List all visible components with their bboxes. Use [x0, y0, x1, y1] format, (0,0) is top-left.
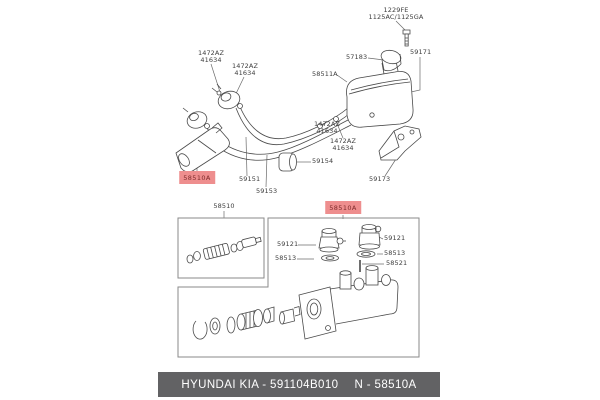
master-cylinder-drawing: [175, 122, 230, 173]
part-label-59121-right: 59121: [384, 234, 406, 242]
part-label-59171: 59171: [410, 48, 432, 56]
part-label-58513-right: 58513: [384, 249, 406, 257]
footer-part-bar: HYUNDAI KIA - 591104B010 N - 58510A: [158, 372, 440, 397]
part-label-58513-left: 58513: [275, 254, 297, 262]
seal-right-drawing: [356, 250, 376, 258]
part-label-59121-left: 59121: [277, 240, 299, 248]
part-label-58510: 58510: [213, 202, 235, 210]
footer-reference-number: N - 58510A: [354, 378, 417, 391]
part-label-1472az-b: 1472AZ 41634: [231, 62, 259, 78]
proportioning-valves-drawing: [182, 83, 243, 129]
highlighted-part-label-58510a-upper[interactable]: 58510A: [179, 171, 215, 184]
part-label-57183: 57183: [346, 53, 368, 61]
part-label-59154: 59154: [312, 157, 334, 165]
reservoir-cap-drawing: [380, 49, 402, 72]
screw-drawing: [402, 29, 411, 47]
hose-damper-drawing: [278, 152, 297, 172]
footer-brand-part-number: HYUNDAI KIA - 591104B010: [181, 378, 339, 391]
leader-lines: [196, 20, 421, 265]
mounting-bracket-drawing: [378, 125, 422, 161]
fitting-right-drawing: [358, 224, 382, 250]
seal-left-drawing: [321, 254, 339, 262]
part-label-1229fe-1125ac: 1229FE 1125AC/1125GA: [368, 6, 424, 22]
fitting-left-drawing: [318, 228, 346, 253]
repair-kit-box: [177, 217, 265, 279]
part-label-59151: 59151: [239, 175, 261, 183]
part-label-58521: 58521: [386, 259, 408, 267]
part-label-1472az-a: 1472AZ 41634: [197, 49, 225, 65]
part-label-1472az-c: 1472AZ 41634: [313, 120, 341, 136]
highlighted-part-label-58510a-lower[interactable]: 58510A: [325, 201, 361, 214]
part-label-59153: 59153: [256, 187, 278, 195]
detail-boxes: [177, 217, 420, 358]
repair-kit-parts-drawing: [186, 236, 262, 264]
part-label-59173: 59173: [369, 175, 391, 183]
part-label-1472az-d: 1472AZ 41634: [329, 137, 357, 153]
cylinder-exploded-drawing: [192, 265, 399, 340]
assembly-box: [177, 217, 420, 358]
reservoir-drawing: [346, 60, 414, 128]
part-label-58511a: 58511A: [312, 70, 338, 78]
